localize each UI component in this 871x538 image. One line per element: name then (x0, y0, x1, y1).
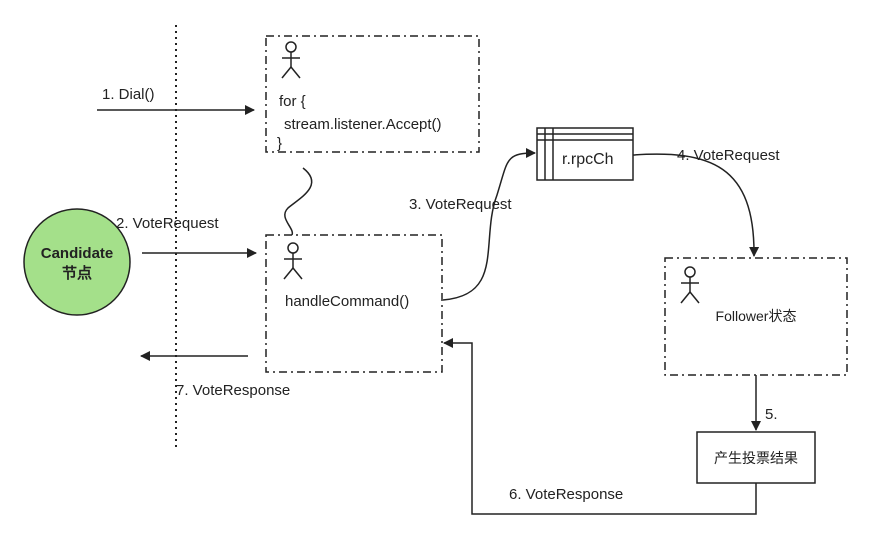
handle-command-box (265, 234, 443, 373)
vote-result-box (696, 431, 816, 484)
candidate-label: Candidate 节点 (25, 244, 129, 284)
label-vote-request-4: 4. VoteRequest (677, 147, 780, 164)
arrow-vote-response-6 (443, 338, 757, 515)
candidate-label-line1: Candidate (40, 245, 114, 262)
label-vote-request-3: 3. VoteRequest (409, 196, 512, 213)
accept-actor-icon (281, 41, 301, 79)
arrow-vote-request-4 (632, 153, 760, 257)
handle-command-label: handleCommand() (285, 293, 410, 310)
accept-code-line3: } (277, 135, 283, 152)
accept-code-line1: for { (279, 93, 306, 110)
arrow-vote-request-3 (442, 148, 536, 301)
follower-actor-icon (680, 266, 700, 304)
label-step-5: 5. (765, 406, 778, 423)
vote-result-label: 产生投票结果 (714, 450, 798, 466)
handle-actor-icon (283, 242, 303, 280)
label-vote-response-6: 6. VoteResponse (509, 486, 624, 503)
candidate-label-line2: 节点 (61, 265, 92, 282)
label-dial: 1. Dial() (102, 86, 155, 103)
rpc-channel-label: r.rpcCh (562, 151, 614, 168)
label-vote-request-2: 2. VoteRequest (116, 215, 219, 232)
accept-to-handle-link (284, 167, 313, 236)
follower-state-label: Follower状态 (715, 308, 797, 324)
candidate-node (23, 208, 131, 316)
label-vote-response-7: 7. VoteResponse (176, 382, 291, 399)
accept-code-line2: stream.listener.Accept() (284, 116, 442, 133)
accept-loop-box (265, 35, 480, 153)
